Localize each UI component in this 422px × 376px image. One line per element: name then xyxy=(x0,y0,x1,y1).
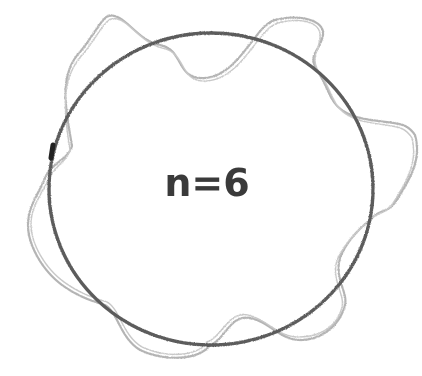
mode-number-label: n=6 xyxy=(164,161,249,205)
pencil-mark xyxy=(51,145,53,158)
